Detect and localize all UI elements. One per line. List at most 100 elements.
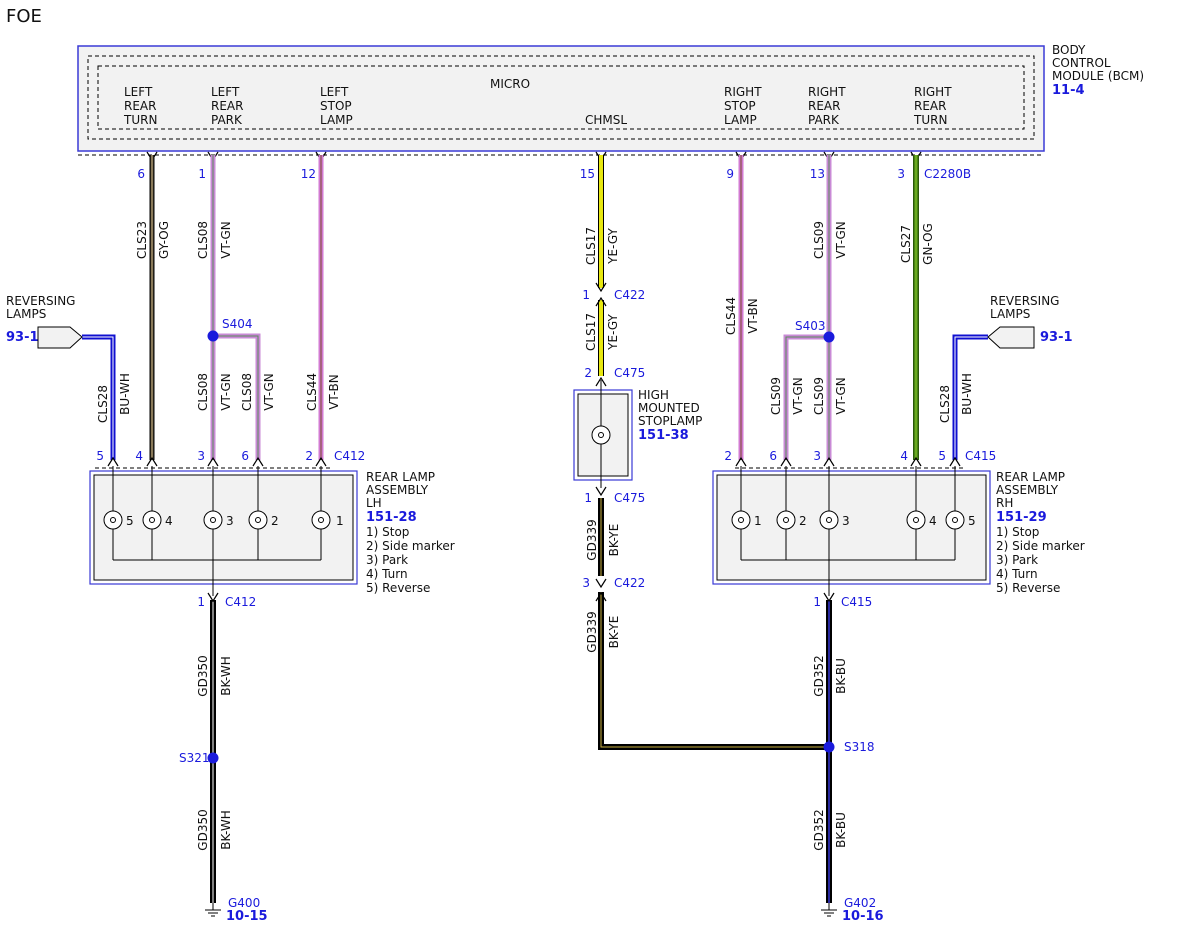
bcm-output-right-stop-lamp: RIGHT STOP LAMP [724, 85, 762, 127]
svg-text:CLS09: CLS09 [812, 221, 826, 259]
svg-text:LEFT: LEFT [211, 85, 240, 99]
wire-cls28-lh: CLS28 BU-WH [82, 334, 132, 460]
svg-text:RIGHT: RIGHT [808, 85, 846, 99]
svg-text:10-16: 10-16 [842, 909, 884, 924]
svg-text:4: 4 [929, 514, 937, 528]
bcm-pin: 9 [726, 167, 734, 181]
svg-text:VT-GN: VT-GN [262, 373, 276, 410]
svg-text:CHMSL: CHMSL [585, 113, 627, 127]
svg-text:LAMP: LAMP [320, 113, 353, 127]
svg-text:2) Side marker: 2) Side marker [366, 539, 455, 553]
wire-cls44-rh: CLS44 VT-BN [724, 155, 760, 460]
svg-text:LEFT: LEFT [124, 85, 153, 99]
svg-text:GD350: GD350 [196, 809, 210, 850]
wire-cls17: CLS17 YE-GY CLS17 YE-GY [584, 155, 620, 376]
wire-gd339: GD339 BK-YE GD339 BK-YE [585, 498, 829, 750]
svg-text:REVERSING: REVERSING [990, 294, 1059, 308]
bcm-connector: C2280B [924, 167, 971, 181]
wire-gd350: GD350 BK-WH GD350 BK-WH [196, 600, 233, 903]
svg-text:ASSEMBLY: ASSEMBLY [366, 483, 429, 497]
svg-text:STOP: STOP [724, 99, 756, 113]
wire-cls23: CLS23 GY-OG [135, 155, 171, 460]
page-title: FOE [6, 6, 42, 27]
svg-text:2: 2 [305, 449, 313, 463]
svg-text:G402: G402 [844, 896, 876, 910]
svg-text:CLS17: CLS17 [584, 313, 598, 351]
svg-text:93-1: 93-1 [1040, 330, 1073, 345]
svg-text:C415: C415 [841, 595, 872, 609]
wire-cls27: CLS27 GN-OG [899, 155, 935, 460]
ground-g402: G402 10-16 [821, 896, 884, 924]
svg-text:REAR: REAR [211, 99, 243, 113]
wire-cls09: CLS09 VT-GN CLS09 VT-GN CLS09 VT-GN [769, 155, 848, 460]
svg-text:CLS08: CLS08 [196, 221, 210, 259]
bcm-ref: 11-4 [1052, 83, 1085, 98]
svg-text:4: 4 [900, 449, 908, 463]
svg-text:CLS27: CLS27 [899, 225, 913, 263]
svg-text:CLS09: CLS09 [769, 377, 783, 415]
svg-text:BK-BU: BK-BU [834, 658, 848, 694]
bcm-pin: 15 [580, 167, 595, 181]
svg-text:GN-OG: GN-OG [921, 223, 935, 265]
svg-text:1: 1 [813, 595, 821, 609]
svg-text:BU-WH: BU-WH [118, 373, 132, 415]
svg-text:CLS23: CLS23 [135, 221, 149, 259]
svg-text:GD352: GD352 [812, 809, 826, 850]
svg-text:VT-GN: VT-GN [219, 221, 233, 258]
svg-text:REAR: REAR [914, 99, 946, 113]
splice-s403-label: S403 [795, 319, 826, 333]
svg-text:TURN: TURN [913, 113, 947, 127]
bcm-output-left-rear-park: LEFT REAR PARK [211, 85, 243, 127]
svg-text:1: 1 [754, 514, 762, 528]
svg-text:C415: C415 [965, 449, 996, 463]
bcm-output-right-rear-turn: RIGHT REAR TURN [913, 85, 952, 127]
svg-text:1) Stop: 1) Stop [996, 525, 1039, 539]
svg-text:3: 3 [813, 449, 821, 463]
svg-text:4) Turn: 4) Turn [996, 567, 1038, 581]
svg-text:LAMPS: LAMPS [990, 307, 1030, 321]
svg-text:CLS09: CLS09 [812, 377, 826, 415]
svg-text:BK-WH: BK-WH [219, 810, 233, 850]
ground-g400: G400 10-15 [205, 896, 268, 924]
rear-lamp-assembly-rh: 1 2 3 4 5 2 6 3 4 5 C415 REAR LAMP ASSEM… [712, 449, 1085, 609]
splice-s403 [823, 331, 835, 343]
splice-s321-label: S321 [179, 751, 210, 765]
svg-text:3: 3 [842, 514, 850, 528]
bcm-output-chmsl: CHMSL [585, 113, 627, 127]
svg-text:PARK: PARK [808, 113, 840, 127]
svg-text:STOP: STOP [320, 99, 352, 113]
svg-text:ASSEMBLY: ASSEMBLY [996, 483, 1059, 497]
svg-text:TURN: TURN [123, 113, 157, 127]
c475-label: C475 [614, 491, 645, 505]
svg-text:VT-GN: VT-GN [219, 373, 233, 410]
bcm-output-right-rear-park: RIGHT REAR PARK [808, 85, 846, 127]
svg-text:RIGHT: RIGHT [724, 85, 762, 99]
c422-label: C422 [614, 288, 645, 302]
c422-pin: 3 [582, 576, 590, 590]
svg-text:3: 3 [197, 449, 205, 463]
svg-text:3) Park: 3) Park [996, 553, 1038, 567]
svg-text:1: 1 [197, 595, 205, 609]
chmsl-connectors [595, 282, 607, 602]
svg-text:2: 2 [271, 514, 279, 528]
c475-label: C475 [614, 366, 645, 380]
svg-text:5) Reverse: 5) Reverse [366, 581, 430, 595]
svg-text:1: 1 [336, 514, 344, 528]
svg-text:HIGH: HIGH [638, 388, 669, 402]
svg-text:RIGHT: RIGHT [914, 85, 952, 99]
svg-text:REAR: REAR [808, 99, 840, 113]
reversing-lamps-lh: REVERSING LAMPS 93-1 [6, 294, 83, 349]
svg-text:CLS28: CLS28 [938, 385, 952, 423]
reversing-lamps-rh: REVERSING LAMPS 93-1 [987, 294, 1073, 349]
svg-text:BU-WH: BU-WH [960, 373, 974, 415]
svg-text:3) Park: 3) Park [366, 553, 408, 567]
svg-text:5) Reverse: 5) Reverse [996, 581, 1060, 595]
svg-text:VT-BN: VT-BN [327, 374, 341, 410]
svg-text:G400: G400 [228, 896, 260, 910]
bcm-pin-arrows [146, 151, 922, 162]
wire-cls28-rh: CLS28 BU-WH [938, 334, 988, 460]
splice-s404 [207, 330, 219, 342]
svg-text:CLS08: CLS08 [240, 373, 254, 411]
svg-text:BK-YE: BK-YE [607, 524, 621, 557]
svg-text:BK-YE: BK-YE [607, 616, 621, 649]
